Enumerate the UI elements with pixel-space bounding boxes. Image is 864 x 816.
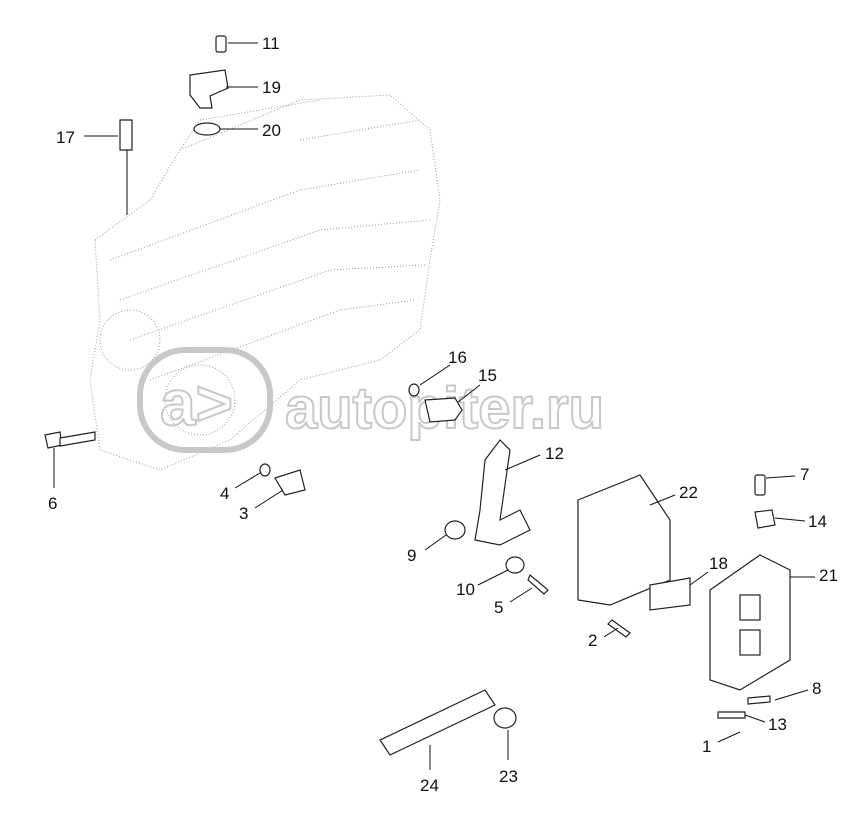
callout-21: 21 bbox=[819, 566, 838, 585]
watermark-logo: a> autopiter.ru bbox=[137, 347, 605, 453]
callout-23: 23 bbox=[499, 767, 518, 786]
parts bbox=[44, 35, 791, 756]
callout-16: 16 bbox=[448, 348, 467, 367]
callout-19: 19 bbox=[262, 78, 281, 97]
callout-2: 2 bbox=[588, 631, 597, 650]
callout-9: 9 bbox=[407, 546, 416, 565]
callout-7: 7 bbox=[800, 465, 809, 484]
callout-5: 5 bbox=[494, 598, 503, 617]
callout-6: 6 bbox=[48, 494, 57, 513]
callout-3: 3 bbox=[239, 504, 248, 523]
callout-4: 4 bbox=[220, 484, 229, 503]
callout-17: 17 bbox=[56, 128, 75, 147]
callout-24: 24 bbox=[420, 776, 439, 795]
leader-lines bbox=[53, 42, 815, 770]
callout-22: 22 bbox=[679, 483, 698, 502]
callout-12: 12 bbox=[545, 444, 564, 463]
callout-11: 11 bbox=[262, 34, 280, 53]
callout-1: 1 bbox=[702, 737, 711, 756]
callout-18: 18 bbox=[709, 554, 728, 573]
callout-14: 14 bbox=[808, 512, 827, 531]
callout-20: 20 bbox=[262, 121, 281, 140]
svg-text:a>: a> bbox=[160, 367, 233, 439]
engine-block bbox=[89, 94, 441, 471]
callout-10: 10 bbox=[456, 580, 475, 599]
callout-labels: 11 19 20 17 16 15 12 22 7 14 21 18 9 10 … bbox=[48, 34, 838, 795]
callout-8: 8 bbox=[812, 679, 821, 698]
callout-15: 15 bbox=[478, 366, 497, 385]
callout-13: 13 bbox=[768, 715, 787, 734]
